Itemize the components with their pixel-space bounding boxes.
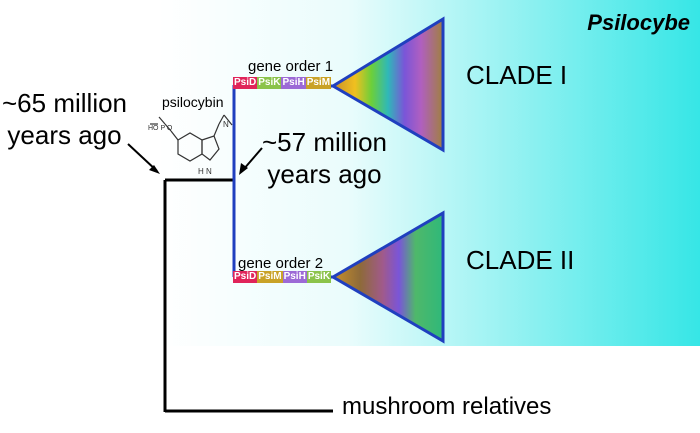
outgroup-label: mushroom relatives <box>342 393 552 420</box>
arrow-57 <box>242 147 263 171</box>
genus-title: Psilocybe <box>587 10 690 35</box>
psilocybin-nh-label: H N <box>198 167 212 176</box>
psilocybin-label: psilocybin <box>162 94 224 110</box>
arrow-65 <box>127 143 158 172</box>
age-57-line1: ~57 million <box>262 127 388 157</box>
arrow-57-head <box>239 163 248 175</box>
gene-psih: PsiH <box>281 77 306 89</box>
gene-order-1-label: gene order 1 <box>248 58 334 75</box>
arrow-65-head <box>149 165 160 174</box>
clade-1-triangle <box>330 16 445 153</box>
gene-psik: PsiK <box>257 77 282 89</box>
age-57-line2: years ago <box>267 158 382 189</box>
gene-psim: PsiM <box>257 271 283 283</box>
gene-psid: PsiD <box>233 77 258 89</box>
clade-2-label: CLADE II <box>466 245 575 275</box>
clade-1-label: CLADE I <box>466 60 568 90</box>
age-57-label: ~57 million years ago <box>262 127 387 190</box>
gene-psih: PsiH <box>282 271 307 283</box>
psilocybin-structure-icon <box>150 114 233 162</box>
clade-2-triangle <box>330 210 445 344</box>
age-65-line1: ~65 million <box>2 88 128 118</box>
psilocybin-n-label: N <box>223 120 229 129</box>
gene-psim: PsiM <box>305 77 332 89</box>
psilocybin-atom-labels: HO P O <box>148 125 173 132</box>
gene-psik: PsiK <box>306 271 332 283</box>
gene-order-2-label: gene order 2 <box>238 255 324 272</box>
gene-psid: PsiD <box>233 271 258 283</box>
age-65-label: ~65 million years ago <box>2 88 127 151</box>
age-65-line2: years ago <box>7 119 122 150</box>
